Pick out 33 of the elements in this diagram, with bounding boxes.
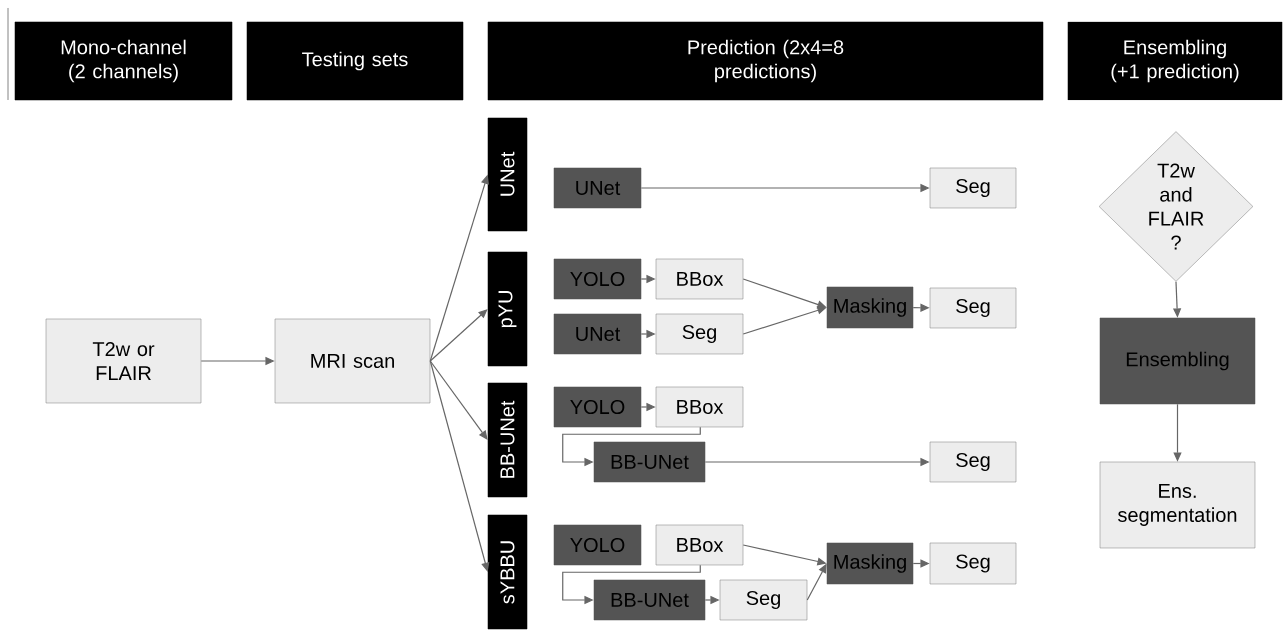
- process-box: MRI scan: [274, 318, 431, 404]
- header-box: Prediction (2x4=8 predictions): [487, 21, 1044, 101]
- process-box: BB-UNet: [593, 579, 706, 621]
- output-box: Ens. segmentation: [1099, 461, 1256, 549]
- output-box: Seg: [655, 313, 744, 355]
- output-box: Seg: [719, 579, 808, 621]
- process-box: UNet: [553, 313, 642, 355]
- process-box: YOLO: [553, 386, 642, 428]
- process-box: BB-UNet: [593, 441, 706, 483]
- process-box: UNet: [553, 167, 642, 209]
- output-box: Seg: [929, 542, 1017, 585]
- output-box: Seg: [929, 287, 1017, 329]
- output-box: BBox: [655, 258, 744, 300]
- arrow: [429, 360, 488, 440]
- output-box: Seg: [929, 167, 1017, 209]
- arrow: [429, 360, 490, 572]
- model-band: pYU: [487, 251, 528, 367]
- arrow: [429, 309, 488, 362]
- output-box: Seg: [929, 441, 1017, 483]
- process-box: YOLO: [553, 524, 642, 566]
- output-box: BBox: [655, 524, 744, 566]
- output-box: BBox: [655, 386, 744, 428]
- process-box: Ensembling: [1099, 317, 1256, 405]
- header-box: Testing sets: [246, 21, 464, 101]
- model-band: sYBBU: [487, 514, 528, 630]
- header-box: Mono-channel (2 channels): [14, 21, 233, 101]
- model-band: UNet: [487, 117, 528, 232]
- input-box: T2w or FLAIR: [45, 318, 202, 404]
- process-box: Masking: [826, 542, 914, 585]
- process-box: YOLO: [553, 258, 642, 300]
- model-band: BB-UNet: [487, 382, 528, 498]
- process-box: Masking: [826, 286, 914, 329]
- header-box: Ensembling (+1 prediction): [1067, 21, 1283, 101]
